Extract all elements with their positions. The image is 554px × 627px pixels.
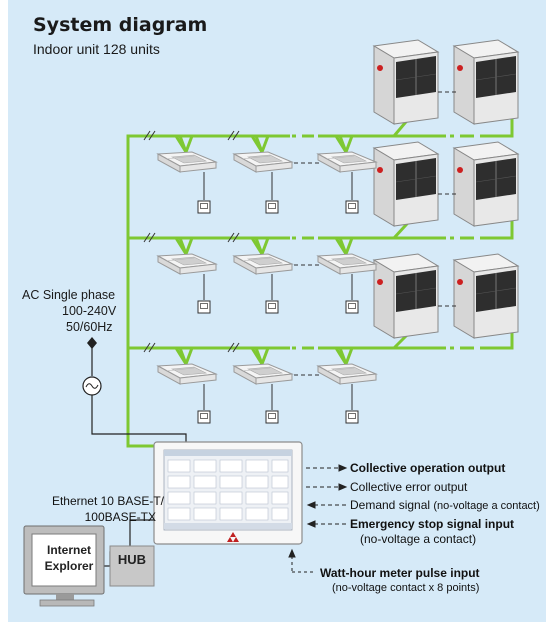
bus-dashes — [292, 134, 474, 350]
power-label-line1: AC Single phase — [22, 288, 116, 302]
pc-terminal — [23, 525, 105, 607]
power-label-line2: 100-240V — [62, 304, 117, 318]
emergency-stop-note: (no-voltage a contact) — [360, 532, 477, 546]
remote-controller — [265, 200, 279, 214]
indoor-unit — [233, 363, 293, 385]
hub — [109, 545, 155, 587]
hub-label: HUB — [117, 552, 147, 567]
remote-controller — [345, 300, 359, 314]
collective-error-label: Collective error output — [350, 480, 468, 494]
demand-signal-text: Demand signal — [350, 498, 431, 512]
outdoor-unit — [453, 141, 519, 227]
remote-controller — [197, 200, 211, 214]
indoor-unit — [317, 363, 377, 385]
outdoor-links — [438, 91, 456, 307]
outdoor-unit — [373, 141, 439, 227]
subtitle: Indoor unit 128 units — [33, 41, 160, 57]
watt-hour-label: Watt-hour meter pulse input — [320, 566, 480, 580]
indoor-unit — [317, 253, 377, 275]
remote-controller — [265, 300, 279, 314]
line-break-marks — [143, 130, 240, 353]
remote-controller — [345, 200, 359, 214]
remote-controller — [265, 410, 279, 424]
watt-hour-note: (no-voltage contact x 8 points) — [332, 582, 480, 594]
io-arrows — [288, 464, 348, 573]
outdoor-unit — [373, 39, 439, 125]
indoor-unit — [317, 151, 377, 173]
page-title: System diagram — [33, 14, 208, 36]
emergency-stop-label: Emergency stop signal input — [350, 517, 515, 531]
ethernet-label-line2: 100BASE-TX — [84, 510, 156, 524]
power-label-line3: 50/60Hz — [66, 320, 113, 334]
outdoor-unit — [453, 39, 519, 125]
remote-controller — [197, 410, 211, 424]
indoor-unit — [233, 151, 293, 173]
indoor-unit — [157, 151, 217, 173]
collective-operation-label: Collective operation output — [350, 461, 506, 475]
indoor-unit — [233, 253, 293, 275]
pc-label-line1: Internet — [46, 543, 91, 557]
power-supply — [82, 337, 187, 452]
demand-signal-label: Demand signal (no-voltage a contact) — [350, 498, 540, 512]
indoor-dashes — [294, 162, 320, 376]
remote-controller — [345, 410, 359, 424]
ethernet-label-line1: Ethernet 10 BASE-T/ — [51, 494, 164, 508]
pc-label-line2: Explorer — [44, 559, 94, 573]
indoor-unit — [157, 253, 217, 275]
outdoor-unit — [453, 253, 519, 339]
demand-signal-note: (no-voltage a contact) — [433, 500, 540, 512]
controller-wires — [203, 172, 353, 410]
indoor-unit — [157, 363, 217, 385]
remote-controller — [197, 300, 211, 314]
outdoor-unit — [373, 253, 439, 339]
central-controller — [153, 441, 303, 545]
